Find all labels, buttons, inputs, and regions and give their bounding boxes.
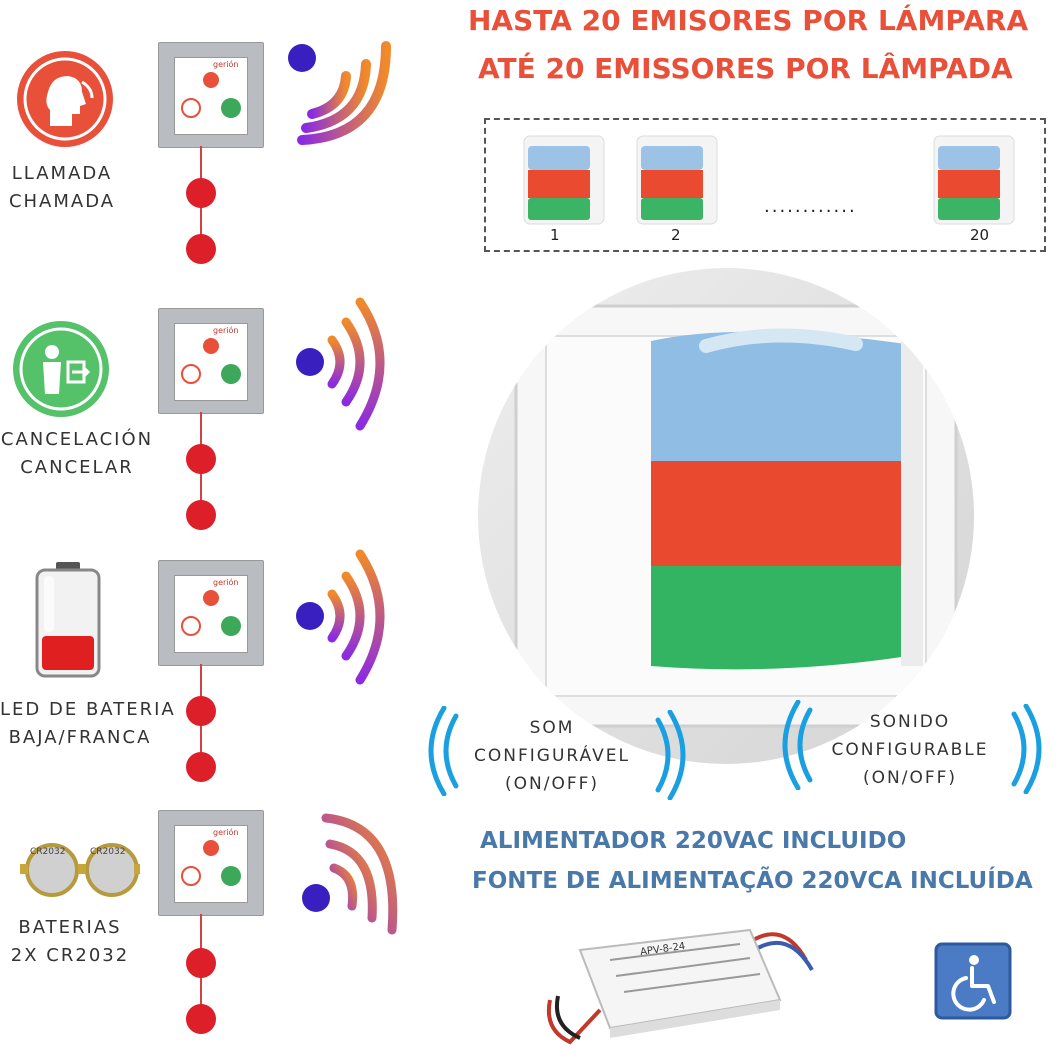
lamp-number-2: 2 [671, 226, 681, 244]
emitter-2-call-icon [203, 338, 219, 354]
call-person-icon [17, 51, 113, 147]
headline-pt: ATÉ 20 EMISSORES POR LÂMPADA [478, 52, 1013, 85]
emitter-1-pendant-1 [186, 178, 216, 208]
emitter-1-brand: gerión [213, 60, 239, 69]
feature-1-line2: CHAMADA [8, 191, 116, 212]
lamp-number-1: 1 [550, 226, 560, 244]
emitter-4-pendant-1 [186, 948, 216, 978]
coin-battery-text-2: CR2032 [90, 847, 126, 857]
headline-es: HASTA 20 EMISORES POR LÁMPARA [468, 4, 1029, 37]
emitter-3: gerión [158, 560, 264, 666]
emitter-3-call-icon [203, 590, 219, 606]
wheelchair-accessibility-icon [934, 942, 1012, 1020]
sound-wave-left-2 [782, 700, 813, 790]
lamp-number-20: 20 [970, 226, 990, 244]
power-pt: FONTE DE ALIMENTAÇÃO 220VCA INCLUÍDA [472, 868, 1033, 894]
emitter-4-pendant-2 [186, 1004, 216, 1034]
low-battery-icon [35, 562, 101, 678]
sound-wave-left-1 [428, 706, 459, 796]
emitter-2-battery-icon [181, 364, 201, 384]
feature-2-line1: CANCELACIÓN [0, 429, 154, 450]
emitter-3-brand: gerión [213, 578, 239, 587]
lamp-thumbnail-1 [523, 135, 605, 225]
emitter-4-battery-icon [181, 866, 201, 886]
emitter-4: gerión [158, 810, 264, 916]
sound-es-line2: CONFIGURABLE [831, 740, 989, 760]
emitter-1-cancel-icon [221, 98, 241, 118]
wireless-signal-icon-2 [296, 297, 385, 431]
wireless-signal-icon-1 [288, 41, 391, 145]
lamp-thumbnail-2 [636, 135, 718, 225]
feature-3-line2: BAJA/FRANCA [8, 727, 152, 748]
coin-battery-icon [20, 843, 140, 897]
sound-wave-right-2 [1011, 704, 1042, 794]
cancel-exit-icon [13, 321, 109, 417]
emitter-1-battery-icon [181, 98, 201, 118]
emitter-3-pendant-2 [186, 752, 216, 782]
sound-pt-line3: (ON/OFF) [504, 774, 600, 794]
emitter-4-call-icon [203, 840, 219, 856]
sound-es-line3: (ON/OFF) [862, 768, 958, 788]
emitter-4-cancel-icon [221, 866, 241, 886]
emitter-2: gerión [158, 308, 264, 414]
emitter-4-brand: gerión [213, 828, 239, 837]
lamp-ellipsis: ............ [764, 196, 857, 217]
emitter-3-pendant-1 [186, 696, 216, 726]
emitter-1: gerión [158, 42, 264, 148]
power-supply-image [547, 928, 814, 1045]
power-es: ALIMENTADOR 220VAC INCLUIDO [480, 828, 907, 854]
feature-3-line1: LED DE BATERIA [0, 699, 176, 720]
feature-4-line2: 2X CR2032 [10, 945, 130, 966]
emitter-1-pendant-2 [186, 234, 216, 264]
emitter-2-brand: gerión [213, 326, 239, 335]
wireless-signal-icon-4 [302, 813, 398, 935]
coin-battery-text-1: CR2032 [30, 847, 66, 857]
lamp-closeup-circle [478, 268, 974, 764]
feature-2-line2: CANCELAR [20, 457, 134, 478]
sound-pt-line2: CONFIGURÁVEL [474, 746, 630, 766]
sound-es-line1: SONIDO [869, 712, 951, 732]
lamp-strip-box [484, 118, 1046, 252]
feature-4-line1: BATERIAS [18, 917, 122, 938]
wireless-signal-icon-3 [296, 549, 385, 685]
emitter-1-call-icon [203, 72, 219, 88]
emitter-3-battery-icon [181, 616, 201, 636]
emitter-3-cancel-icon [221, 616, 241, 636]
sound-wave-right-1 [655, 710, 686, 800]
lamp-thumbnail-20 [933, 135, 1015, 225]
feature-1-line1: LLAMADA [11, 163, 113, 184]
emitter-2-cancel-icon [221, 364, 241, 384]
emitter-2-pendant-2 [186, 500, 216, 530]
emitter-2-pendant-1 [186, 444, 216, 474]
sound-pt-line1: SOM [529, 718, 575, 738]
